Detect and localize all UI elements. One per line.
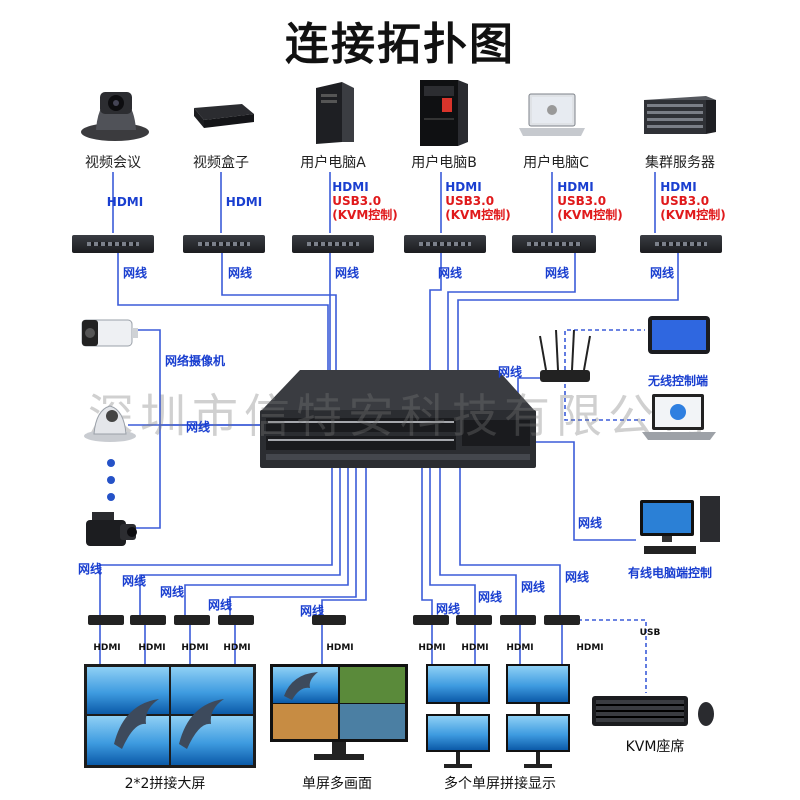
kvm-receiver (456, 615, 492, 625)
network-label: 网线 (300, 604, 325, 618)
hdmi-label: HDMI (106, 195, 144, 209)
kvm-receiver (218, 615, 254, 625)
hdmi-label: HDMI (576, 643, 604, 653)
hdmi-label: HDMI (506, 643, 534, 653)
network-switch (260, 370, 536, 468)
network-label: 网线 (478, 590, 503, 604)
hdmi-label: HDMI (225, 195, 263, 209)
network-label: 网线 (123, 266, 148, 280)
watermark: 深圳市信特安科技有限公司 (88, 389, 712, 443)
network-label: 网线 (578, 516, 603, 530)
hdmi-label: HDMI (181, 643, 209, 653)
wireless-control-label: 无线控制端 (648, 374, 709, 388)
desktop-pc-icon (640, 496, 720, 554)
hdmi-label: HDMI (138, 643, 166, 653)
more-dots-icon (107, 459, 115, 501)
kvm-encoder (72, 235, 154, 253)
dome-camera-icon (84, 405, 136, 442)
kvm-receiver (130, 615, 166, 625)
network-label: 网线 (521, 580, 546, 594)
network-label: 网线 (186, 420, 211, 434)
network-camera-label: 网络摄像机 (165, 354, 226, 368)
hdmi-label: HDMI (418, 643, 446, 653)
laptop-icon (519, 93, 585, 136)
hdmi-label: HDMI (223, 643, 251, 653)
kvm-encoder (640, 235, 722, 253)
pc-tower-icon (316, 82, 354, 144)
multiview-display (270, 664, 408, 760)
source-label: 用户电脑C (523, 155, 589, 171)
hdmi-label: HDMI (93, 643, 121, 653)
multi-single-caption: 多个单屏拼接显示 (444, 776, 556, 792)
network-label: 网线 (650, 266, 675, 280)
source-label: 集群服务器 (645, 155, 715, 171)
kvm-receiver (544, 615, 580, 625)
source-label: 视频盒子 (193, 155, 249, 171)
tablet-icon (648, 316, 710, 354)
kvm-encoder (404, 235, 486, 253)
kvm-encoder (183, 235, 265, 253)
usb-label: USB (639, 628, 661, 638)
network-label: 网线 (565, 570, 590, 584)
hdmi-label: HDMI (326, 643, 354, 653)
network-label: 网线 (78, 562, 103, 576)
videowall-caption: 2*2拼接大屏 (124, 776, 206, 792)
hdmi-label: HDMI (461, 643, 489, 653)
multiview-caption: 单屏多画面 (302, 776, 372, 792)
bullet-camera-icon (81, 319, 138, 347)
laptop-icon (642, 394, 716, 440)
source-label: 用户电脑B (411, 155, 477, 171)
network-label: 网线 (122, 574, 147, 588)
ptz-camera-icon (81, 92, 149, 141)
network-label: 网线 (436, 602, 461, 616)
kvm-encoder (512, 235, 596, 253)
video-box-icon (194, 104, 254, 128)
pc-tower-icon (420, 80, 468, 146)
multi-monitor-display (426, 664, 570, 768)
kvm-seat-caption: KVM座席 (625, 739, 685, 755)
server-rack-icon (644, 96, 716, 134)
network-label: 网线 (208, 598, 233, 612)
network-label: 网线 (438, 266, 463, 280)
kvm-receiver (312, 615, 346, 625)
source-label: 视频会议 (85, 155, 141, 171)
kvm-receiver (174, 615, 210, 625)
wired-pc-control-label: 有线电脑端控制 (628, 566, 713, 580)
source-label: 用户电脑A (300, 155, 366, 171)
videowall-display (84, 664, 256, 768)
network-label: 网线 (545, 266, 570, 280)
network-label: 网线 (335, 266, 360, 280)
camcorder-icon (86, 512, 137, 546)
network-label: 网线 (160, 585, 185, 599)
wifi-router (539, 329, 591, 382)
keyboard-mouse-icon (592, 696, 714, 726)
kvm-receiver (413, 615, 449, 625)
kvm-encoder (292, 235, 374, 253)
network-label: 网线 (498, 365, 523, 379)
kvm-receiver (88, 615, 124, 625)
page-title: 连接拓扑图 (285, 19, 515, 70)
network-label: 网线 (228, 266, 253, 280)
kvm-receiver (500, 615, 536, 625)
